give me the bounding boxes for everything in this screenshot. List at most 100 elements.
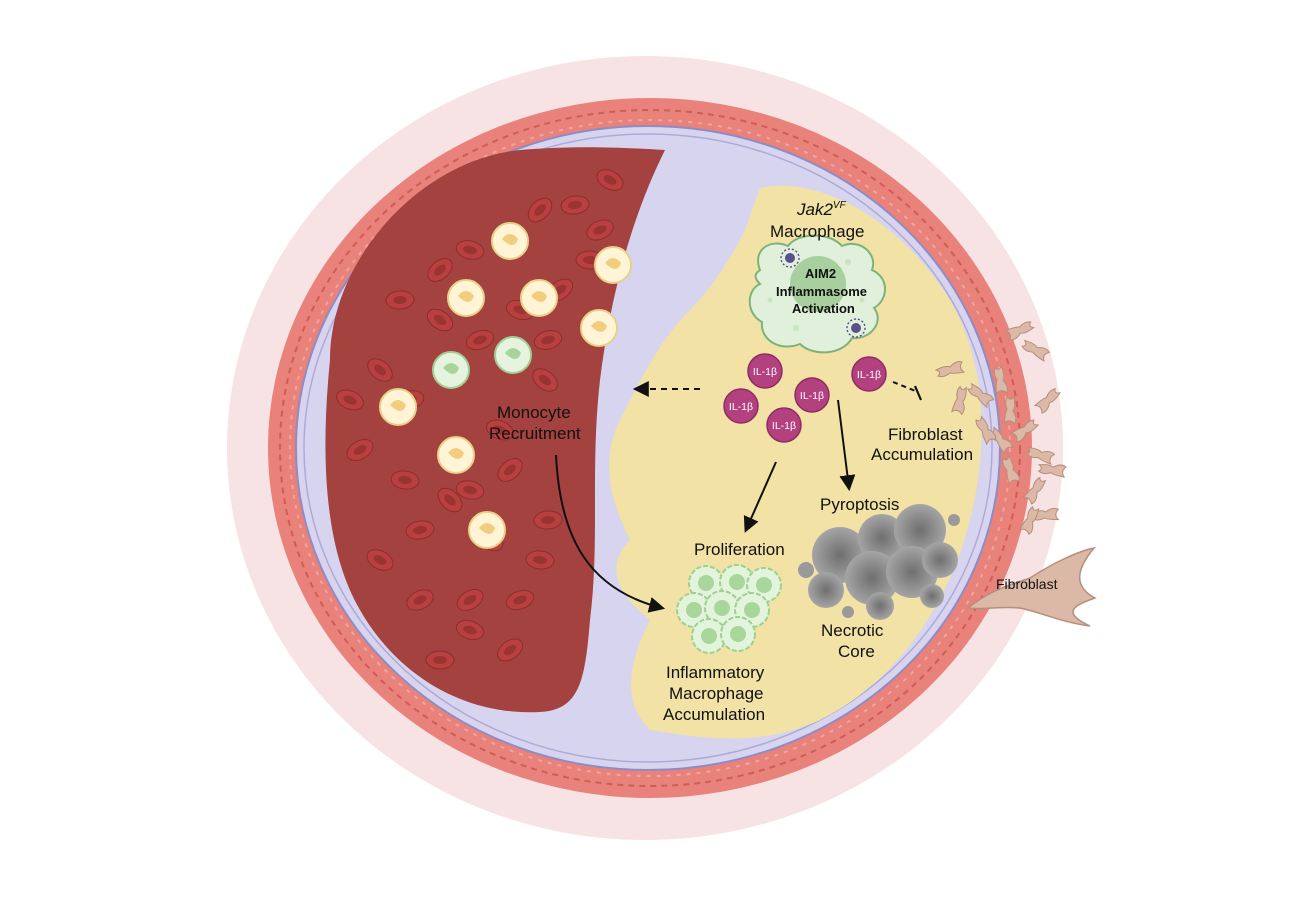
leukocyte [491,222,529,260]
vessel-wall-texture [279,109,1021,787]
fibroblast-inhibition-arrow [892,381,923,401]
fibroblast-label: Fibroblast [996,576,1058,592]
proliferation-arrow [743,461,777,533]
fibroblast-small [1009,419,1040,443]
pyroptosis-arrow [837,399,856,492]
fibroblast-cell [966,546,1097,627]
fibroblast-small [1002,454,1020,486]
red-blood-cell [486,419,514,441]
leukocyte [447,279,485,317]
red-blood-cell [406,589,434,611]
inflammatory-accumulation-line2: Macrophage [669,684,764,703]
fibroblast-small [1018,505,1040,536]
fibroblast-small [951,385,967,416]
red-blood-cell [367,358,393,382]
leukocyte [594,246,632,284]
vesicle [793,325,799,331]
red-blood-cell [455,619,485,641]
vesicle [845,259,851,265]
fibroblast-accumulation-line1: Fibroblast [888,425,963,444]
red-blood-cell [390,470,420,490]
red-blood-cell [425,650,455,670]
macrophage-nucleus [790,256,846,312]
internal-elastic-lamina [303,133,993,763]
fibroblast-small [1037,464,1067,478]
fibroblast-small [1003,395,1017,425]
inflammasome-icon [846,318,866,338]
red-blood-cell [385,290,415,310]
leukocyte [437,436,475,474]
fibroblast-small [934,361,966,378]
red-blood-cell [455,240,485,260]
necrotic-core [798,504,960,620]
monocyte-label-line1: Monocyte [497,403,571,422]
il1b-bubble: IL-1β [851,356,887,392]
fibroblast-small [1025,446,1056,466]
leukocyte [520,279,558,317]
proliferation-label: Proliferation [694,540,785,559]
fibroblast-accumulation-line2: Accumulation [871,445,973,464]
red-blood-cell [456,588,484,612]
il1b-bubble: IL-1β [747,353,783,389]
red-blood-cell [505,589,535,611]
leukocytes [379,222,632,549]
red-blood-cell [496,638,524,662]
aim2-label-line3: Activation [792,301,855,316]
il1b-bubble: IL-1β [794,377,830,413]
necrotic-core-line2: Core [838,642,875,661]
red-blood-cell [336,389,364,411]
red-blood-cell [586,219,614,241]
inflammatory-accumulation-line1: Inflammatory [666,663,765,682]
red-blood-cell [346,439,374,461]
red-blood-cell [560,195,590,215]
vesicle [767,297,773,303]
red-blood-cell [437,487,463,513]
red-blood-cell [596,169,624,191]
il1b-label: IL-1β [772,420,796,432]
red-blood-cell [426,308,454,332]
fibroblast-small [975,415,997,446]
red-blood-cell [366,549,394,571]
leukocyte [580,309,618,347]
pyroptosis-label: Pyroptosis [820,495,899,514]
il1b-bubble: IL-1β [766,407,802,443]
red-blood-cell [525,550,555,570]
fibroblast-cluster [934,321,1067,536]
red-blood-cell [497,458,523,482]
il1b-label: IL-1β [753,366,777,378]
il1b-label: IL-1β [729,401,753,413]
leukocyte [379,388,417,426]
fibroblast-small [1004,321,1036,341]
fibroblast-small [967,382,995,409]
il1b-label: IL-1β [857,369,881,381]
red-blood-cell [532,368,558,392]
necrotic-core-line1: Necrotic [821,621,884,640]
il1b-bubble: IL-1β [723,388,759,424]
vessel-wall-texture-inner [289,119,1011,777]
fibroblast-small [1022,476,1047,505]
fibroblast-small [1021,339,1050,363]
macrophage-title: Macrophage [770,222,865,241]
monocyte-label-line2: Recruitment [489,424,581,443]
proliferating-macrophage [720,616,756,652]
red-blood-cell [455,480,485,500]
aim2-label-line2: Inflammasome [776,284,867,299]
leukocyte [468,511,506,549]
inflammasome-icon [780,248,800,268]
inflammatory-accumulation-line3: Accumulation [663,705,765,724]
fibroblast-small [1033,388,1062,414]
monocyte [494,336,532,374]
proliferating-macrophage [691,618,727,654]
proliferating-macrophages [676,564,782,654]
monocyte-to-macrophage-arrow [555,454,666,613]
monocyte [432,351,470,389]
red-blood-cell [527,197,553,223]
vesicle [859,297,865,303]
red-blood-cell [533,330,563,350]
fibroblast-small [993,364,1008,395]
red-blood-cell [405,520,435,540]
il1b-label: IL-1β [800,390,824,402]
